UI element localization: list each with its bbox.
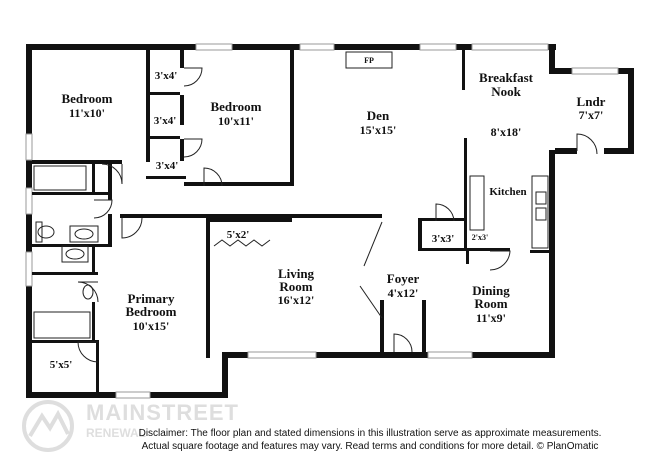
primary-bedroom-dims: 10'x15': [133, 319, 170, 333]
foyer-dims: 4'x12': [388, 286, 419, 300]
fireplace-icon: [345, 51, 393, 69]
breakfast-nook-dims: 8'x18': [491, 125, 522, 139]
fireplace-label: FP: [364, 56, 374, 65]
closet-door: [213, 239, 271, 247]
disclaimer-line-2: Actual square footage and features may v…: [141, 441, 599, 452]
door-swing: [183, 138, 203, 158]
windows: [25, 43, 619, 399]
disclaimer: Disclaimer: The floor plan and stated di…: [100, 427, 640, 453]
laundry-dims: 7'x7': [579, 108, 604, 122]
closet-label-1: 3'x4': [155, 70, 178, 82]
foyer-name: Foyer: [387, 271, 420, 286]
kitchen-counter: [469, 175, 485, 231]
bedroom-1-name: Bedroom: [61, 91, 112, 106]
dining-room-dims: 11'x9': [476, 311, 506, 325]
closet-label-2: 3'x4': [154, 115, 177, 127]
closet-label-4: 5'x2': [227, 229, 250, 241]
living-room-name-1: Living: [278, 266, 315, 281]
door-swing: [183, 67, 203, 87]
exterior-walls: [26, 44, 634, 398]
stove-icon: [535, 191, 547, 205]
bedroom-1-dims: 11'x10': [69, 106, 105, 120]
watermark-emblem: [22, 400, 74, 452]
bedroom-2-name: Bedroom: [210, 99, 261, 114]
dining-room-name-2: Room: [474, 296, 507, 311]
entry-door: [393, 333, 413, 353]
watermark-sub: RENEWAL: [86, 426, 146, 440]
laundry-name: Lndr: [577, 94, 606, 109]
primary-bedroom-name-2: Bedroom: [125, 304, 176, 319]
bathtub-icon: [33, 311, 91, 339]
bathtub-icon: [33, 165, 87, 191]
closet-label-3: 3'x4': [156, 160, 179, 172]
primary-bedroom-name-1: Primary: [128, 291, 175, 306]
watermark-word: MAINSTREET: [86, 400, 239, 425]
closet-label-5: 3'x3': [432, 233, 455, 245]
bedroom-2-dims: 10'x11': [218, 114, 254, 128]
den-dims: 15'x15': [360, 123, 397, 137]
bifold-door: [363, 221, 383, 267]
living-room-dims: 16'x12': [278, 293, 315, 307]
door-swing: [203, 167, 223, 187]
disclaimer-line-1: Disclaimer: The floor plan and stated di…: [138, 428, 602, 439]
living-room-name-2: Room: [279, 279, 312, 294]
watermark-logo: MAINSTREET RENEWAL: [20, 398, 260, 458]
fixtures: [33, 51, 598, 363]
kitchen-counter: [531, 175, 549, 249]
dining-room-name-1: Dining: [472, 283, 510, 298]
kitchen-name: Kitchen: [489, 186, 526, 198]
labels: Bedroom 11'x10' Bedroom 10'x11' Den 15'x…: [50, 56, 606, 371]
den-name: Den: [367, 108, 390, 123]
breakfast-nook-name-1: Breakfast: [479, 70, 534, 85]
door-swing: [576, 133, 598, 155]
toilet-icon: [37, 225, 55, 239]
sink-icon: [69, 225, 99, 243]
sink-icon: [61, 245, 89, 263]
closet-label-7: 5'x5': [50, 359, 73, 371]
breakfast-nook-name-2: Nook: [491, 84, 521, 99]
bifold-door: [359, 285, 383, 319]
closet-label-6: 2'x3': [472, 233, 488, 242]
